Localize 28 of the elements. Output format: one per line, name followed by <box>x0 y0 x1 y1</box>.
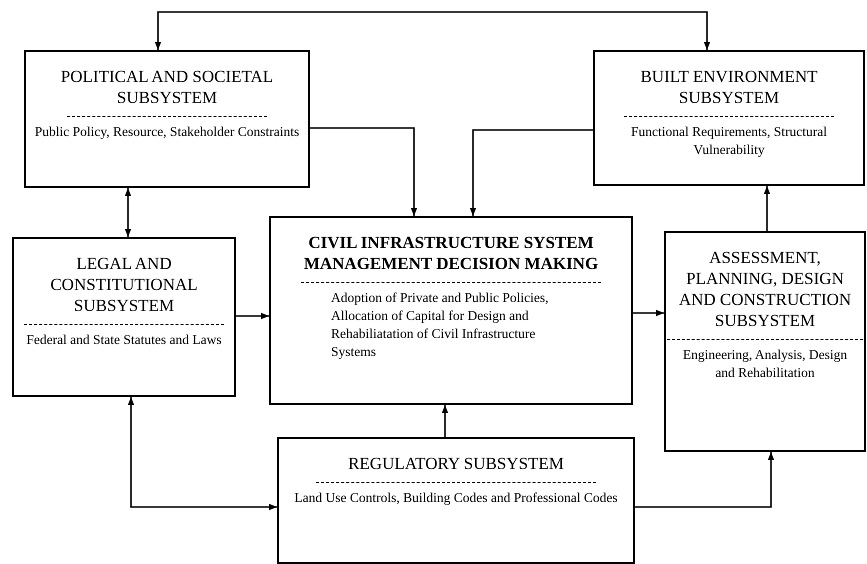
arrow <box>154 11 710 50</box>
arrow <box>236 312 269 320</box>
arrow <box>310 127 418 216</box>
arrow <box>635 452 774 508</box>
subsystem-title: ASSESSMENT, PLANNING, DESIGN AND CONSTRUCTION SUBSYSTEM <box>678 247 852 331</box>
subsystem-box <box>269 216 633 405</box>
subsystem-title: CIVIL INFRASTRUCTURE SYSTEM MANAGEMENT DECISION MAKING <box>302 232 600 274</box>
subsystem-description: Engineering, Analysis, Design and Rehabilitation <box>682 346 848 382</box>
subsystem-box <box>24 50 310 188</box>
subsystem-title: BUILT ENVIRONMENT SUBSYSTEM <box>639 66 819 108</box>
subsystem-box <box>277 437 635 564</box>
subsystem-description: Functional Requirements, Structural Vulnerability <box>630 123 828 159</box>
arrow <box>633 310 664 316</box>
subsystem-box <box>12 237 236 397</box>
subsystem-description: Land Use Controls, Building Codes and Professional Codes <box>294 489 618 507</box>
arrow <box>128 397 277 510</box>
subsystem-description: Federal and State Statutes and Laws <box>26 331 222 349</box>
subsystem-box <box>593 50 865 186</box>
subsystem-description: Public Policy, Resource, Stakeholder Constraints <box>34 123 300 141</box>
subsystem-title: POLITICAL AND SOCIETAL SUBSYSTEM <box>60 66 274 108</box>
subsystem-title: LEGAL AND CONSTITUTIONAL SUBSYSTEM <box>49 253 199 316</box>
subsystem-title: REGULATORY SUBSYSTEM <box>348 453 564 474</box>
arrow <box>764 186 770 231</box>
subsystem-description: Adoption of Private and Public Policies, Allocation of Capital for Design and Rehabiliatation of Civil Infrastructure Systems <box>331 289 550 361</box>
arrow <box>470 129 593 216</box>
arrow <box>124 188 132 237</box>
subsystem-box <box>664 231 866 452</box>
arrow <box>442 405 448 437</box>
